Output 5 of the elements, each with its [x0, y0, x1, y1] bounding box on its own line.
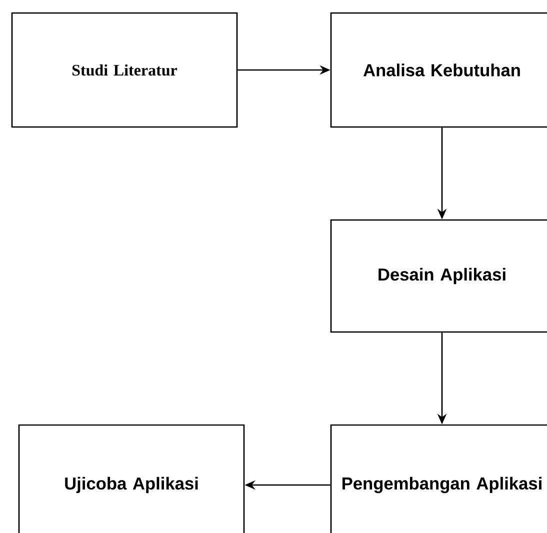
process-box: Studi Literatur [11, 12, 238, 128]
process-box: Desain Aplikasi [330, 219, 547, 333]
process-box: Analisa Kebutuhan [330, 12, 547, 128]
process-box: Ujicoba Aplikasi [18, 424, 245, 533]
process-box: Pengembangan Aplikasi [330, 424, 547, 533]
